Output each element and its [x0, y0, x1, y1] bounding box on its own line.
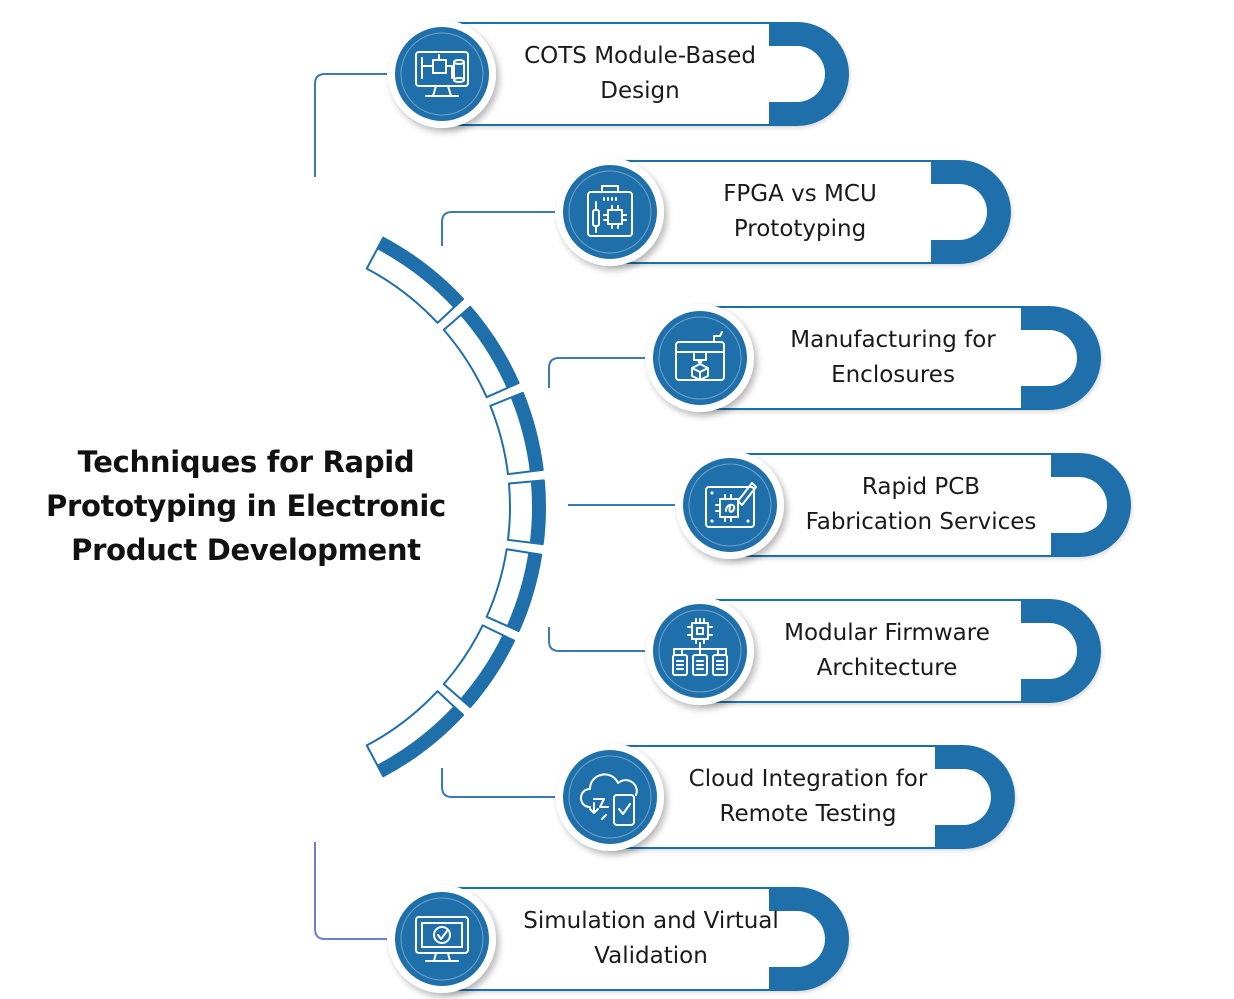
title-line-2: Prototyping in Electronic	[46, 489, 446, 523]
item-label-line-1: Cloud Integration for	[688, 766, 928, 792]
technique-item	[556, 743, 1015, 851]
arc-segment	[442, 305, 520, 399]
item-label-line-2: Architecture	[816, 655, 958, 681]
connector-line	[441, 768, 555, 798]
item-label-line-2: Prototyping	[733, 216, 867, 242]
title-line-1: Techniques for Rapid	[77, 445, 415, 479]
arc-segment	[506, 479, 546, 546]
technique-items	[388, 20, 1131, 993]
item-label-line-1: Modular Firmware	[784, 620, 990, 646]
technique-item	[646, 597, 1101, 705]
diagram-title: Techniques for Rapid Prototyping in Elec…	[40, 440, 452, 572]
item-label-line-2: Design	[600, 78, 680, 104]
3d-printer-icon	[646, 304, 754, 412]
connector-line	[314, 842, 387, 940]
monitor-check-icon	[388, 885, 496, 993]
item-label-line-1: FPGA vs MCU	[723, 181, 877, 207]
technique-item	[388, 885, 849, 993]
connector-line	[548, 627, 645, 652]
item-cap	[931, 161, 1010, 263]
item-label: Rapid PCB Fabrication Services	[761, 470, 1081, 540]
technique-item	[556, 158, 1011, 266]
chip-board-icon	[556, 158, 664, 266]
item-label-line-2: Enclosures	[831, 362, 955, 388]
connector-line	[548, 357, 645, 388]
arc-segment	[365, 690, 465, 778]
item-label-line-1: Manufacturing for	[790, 327, 996, 353]
cloud-device-icon	[556, 743, 664, 851]
item-cap	[769, 888, 848, 990]
firmware-architecture-icon	[646, 597, 754, 705]
item-label-line-2: Fabrication Services	[805, 509, 1037, 535]
item-label-line-1: Simulation and Virtual	[523, 908, 779, 934]
technique-item	[646, 304, 1101, 412]
item-label: FPGA vs MCU Prototyping	[640, 177, 960, 247]
item-cap	[1051, 454, 1130, 556]
item-label-line-2: Validation	[594, 943, 708, 969]
arc-segment	[442, 624, 516, 709]
item-label-line-1: Rapid PCB	[861, 474, 981, 500]
circuit-board-monitor-icon	[388, 20, 496, 128]
item-label-line-1: COTS Module-Based	[524, 43, 756, 69]
connector-lines	[314, 73, 675, 940]
title-line-3: Product Development	[71, 533, 421, 567]
technique-item	[388, 20, 849, 128]
item-cap	[1021, 307, 1100, 409]
connector-line	[441, 211, 555, 246]
item-label-line-2: Remote Testing	[719, 801, 897, 827]
pcb-design-icon	[676, 451, 784, 559]
arc-segment	[365, 236, 465, 324]
technique-item	[676, 451, 1131, 559]
item-cap	[769, 23, 848, 125]
arc-segment	[489, 391, 544, 476]
segmented-arc	[365, 236, 546, 778]
arc-segment	[485, 548, 543, 633]
item-cap	[1021, 600, 1100, 702]
item-cap	[935, 746, 1014, 848]
connector-line	[314, 73, 387, 177]
